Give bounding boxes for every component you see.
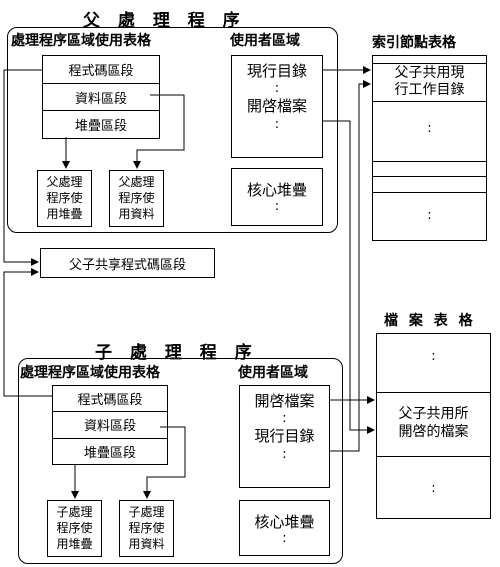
index-shared-cwd-entry: 父子共用現 行工作目錄 bbox=[394, 65, 465, 98]
parent-current-dir: 現行目錄 bbox=[246, 62, 307, 80]
child-data-segment: 資料區段 bbox=[53, 411, 167, 437]
parent-stack-segment: 堆疊區段 bbox=[43, 110, 159, 138]
child-region-table-header: 處理程序區域使用表格 bbox=[20, 365, 160, 381]
shared-code-segment: 父子共享程式碼區段 bbox=[40, 248, 215, 278]
arrow-child-data bbox=[143, 426, 186, 499]
parent-kernel-stack-box: 核心堆疊 : bbox=[231, 168, 323, 226]
child-current-dir: 現行目錄 bbox=[254, 427, 315, 445]
child-dots-3: : bbox=[282, 531, 287, 546]
child-kernel-stack: 核心堆疊 bbox=[254, 513, 315, 531]
parent-kernel-stack: 核心堆疊 bbox=[246, 181, 307, 199]
parent-user-area-header: 使用者區域 bbox=[230, 33, 300, 49]
parent-process-frame bbox=[7, 27, 338, 233]
file-shared-open-entry: 父子共用所 開啓的檔案 bbox=[398, 406, 469, 440]
file-dots-2: : bbox=[431, 481, 436, 496]
parent-dots-2: : bbox=[274, 117, 280, 132]
parent-open-file: 開啓檔案 bbox=[246, 97, 307, 115]
arrow-parent-file-to-table bbox=[323, 120, 375, 434]
index-node-table: 父子共用現 行工作目錄 : : bbox=[372, 55, 487, 241]
parent-dots-3: : bbox=[274, 199, 280, 214]
parent-stack-box: 父處理 程序使 用堆疊 bbox=[37, 170, 92, 227]
child-user-area: 開啓檔案 : 現行目錄 : bbox=[239, 385, 330, 488]
parent-code-segment: 程式碼區段 bbox=[68, 63, 134, 79]
index-table-header: 索引節點表格 bbox=[372, 35, 456, 51]
child-code-segment: 程式碼區段 bbox=[77, 393, 143, 409]
index-dots-1: : bbox=[427, 121, 432, 136]
child-dots-2: : bbox=[282, 447, 287, 462]
child-kernel-stack-box: 核心堆疊 : bbox=[239, 500, 330, 556]
arrow-child-cwd-to-index bbox=[330, 80, 371, 452]
parent-region-table: 程式碼區段 資料區段 堆疊區段 bbox=[42, 55, 160, 139]
file-table-header: 檔 案 表 格 bbox=[384, 313, 476, 329]
parent-region-table-header: 處理程序區域使用表格 bbox=[11, 33, 151, 49]
child-data-box: 子處理 程序使 用資料 bbox=[119, 500, 174, 557]
file-table: : 父子共用所 開啓的檔案 : bbox=[376, 333, 491, 519]
file-dots-1: : bbox=[431, 349, 436, 364]
child-dots-1: : bbox=[282, 411, 287, 426]
child-open-file: 開啓檔案 bbox=[254, 392, 315, 410]
arrow-parent-code-to-shared bbox=[3, 69, 42, 266]
parent-data-segment: 資料區段 bbox=[43, 82, 159, 111]
child-stack-segment: 堆疊區段 bbox=[53, 437, 167, 464]
arrow-child-code-to-shared bbox=[3, 268, 52, 397]
parent-dots-1: : bbox=[274, 81, 280, 96]
parent-data-box: 父處理 程序使 用資料 bbox=[109, 170, 164, 227]
child-user-area-header: 使用者區域 bbox=[238, 365, 308, 381]
parent-process-title: 父 處 理 程 序 bbox=[83, 11, 246, 31]
child-region-table: 程式碼區段 資料區段 堆疊區段 bbox=[52, 385, 168, 465]
parent-user-area: 現行目錄 : 開啓檔案 : bbox=[231, 55, 323, 158]
child-stack-box: 子處理 程序使 用堆疊 bbox=[47, 500, 102, 557]
child-process-frame bbox=[18, 358, 343, 564]
arrow-parent-data bbox=[133, 94, 185, 169]
index-dots-2: : bbox=[427, 208, 432, 223]
